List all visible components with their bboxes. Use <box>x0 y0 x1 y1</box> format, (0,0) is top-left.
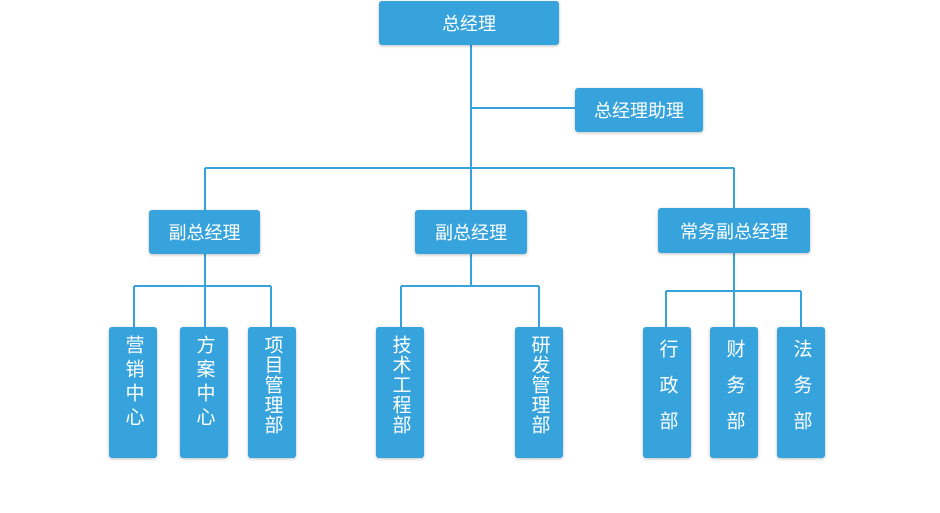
department-label: 财务部 <box>723 339 746 447</box>
vice-manager-label: 副总经理 <box>168 223 241 244</box>
department-node: 技术工程部 <box>376 327 424 458</box>
vice-manager-node: 副总经理 <box>415 210 527 254</box>
department-label: 研发管理部 <box>528 335 551 435</box>
department-node: 法务部 <box>777 327 825 458</box>
department-node: 财务部 <box>710 327 758 458</box>
department-node: 方案中心 <box>180 327 228 458</box>
vice-manager-node: 副总经理 <box>149 210 260 254</box>
general-manager-node: 总经理 <box>379 1 559 45</box>
department-label: 项目管理部 <box>261 335 284 435</box>
department-label: 技术工程部 <box>389 335 412 435</box>
general-manager-label: 总经理 <box>442 14 496 35</box>
department-label: 营销中心 <box>122 335 145 431</box>
assistant-node: 总经理助理 <box>575 88 703 132</box>
vice-manager-label: 副总经理 <box>435 223 507 244</box>
assistant-label: 总经理助理 <box>594 101 684 122</box>
executive-vice-manager-label: 常务副总经理 <box>680 221 788 243</box>
department-label: 行政部 <box>656 339 679 447</box>
department-node: 研发管理部 <box>515 327 563 458</box>
department-node: 营销中心 <box>109 327 157 458</box>
executive-vice-manager-node: 常务副总经理 <box>658 208 810 253</box>
department-node: 项目管理部 <box>248 327 296 458</box>
department-label: 方案中心 <box>193 335 216 431</box>
department-node: 行政部 <box>643 327 691 458</box>
department-label: 法务部 <box>790 339 813 447</box>
